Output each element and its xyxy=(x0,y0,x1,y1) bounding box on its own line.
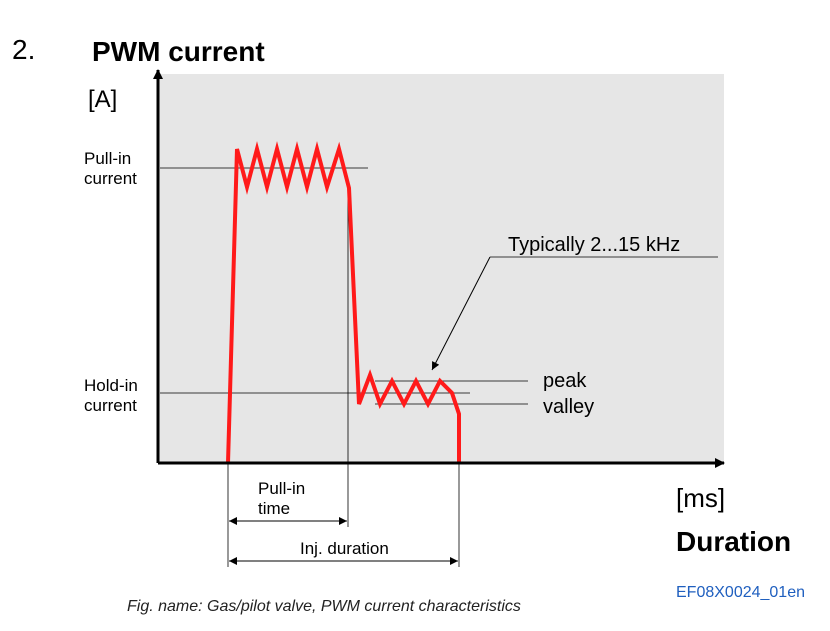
frequency-annotation: Typically 2...15 kHz xyxy=(508,234,681,256)
frequency-leader-arrow xyxy=(431,256,491,371)
pull-in-label-line1: Pull-in xyxy=(84,149,132,168)
pull-in-label-line2: current xyxy=(84,169,137,188)
injection-duration-label: Inj. duration xyxy=(300,539,389,558)
y-axis-unit: [A] xyxy=(88,86,118,113)
pull-in-time-label: Pull-in time xyxy=(258,479,305,519)
pull-in-time-line2: time xyxy=(258,499,291,518)
hold-in-label-line2: current xyxy=(84,396,137,415)
pull-in-time-line1: Pull-in xyxy=(258,479,306,498)
peak-label: peak xyxy=(543,370,587,392)
hold-in-label-line1: Hold-in xyxy=(84,376,138,395)
pwm-current-trace xyxy=(226,141,461,464)
figure-code: EF08X0024_01en xyxy=(676,584,805,601)
x-axis-unit: [ms] xyxy=(676,483,726,513)
pull-in-current-label: Pull-in current xyxy=(84,149,137,189)
x-axis-title: Duration xyxy=(676,526,792,557)
figure-caption: Fig. name: Gas/pilot valve, PWM current … xyxy=(127,598,521,615)
plot-area xyxy=(158,74,724,463)
section-number: 2. xyxy=(12,34,36,65)
hold-in-current-label: Hold-in current xyxy=(84,376,138,416)
diagram-title: PWM current xyxy=(92,36,265,67)
valley-label: valley xyxy=(543,396,595,418)
